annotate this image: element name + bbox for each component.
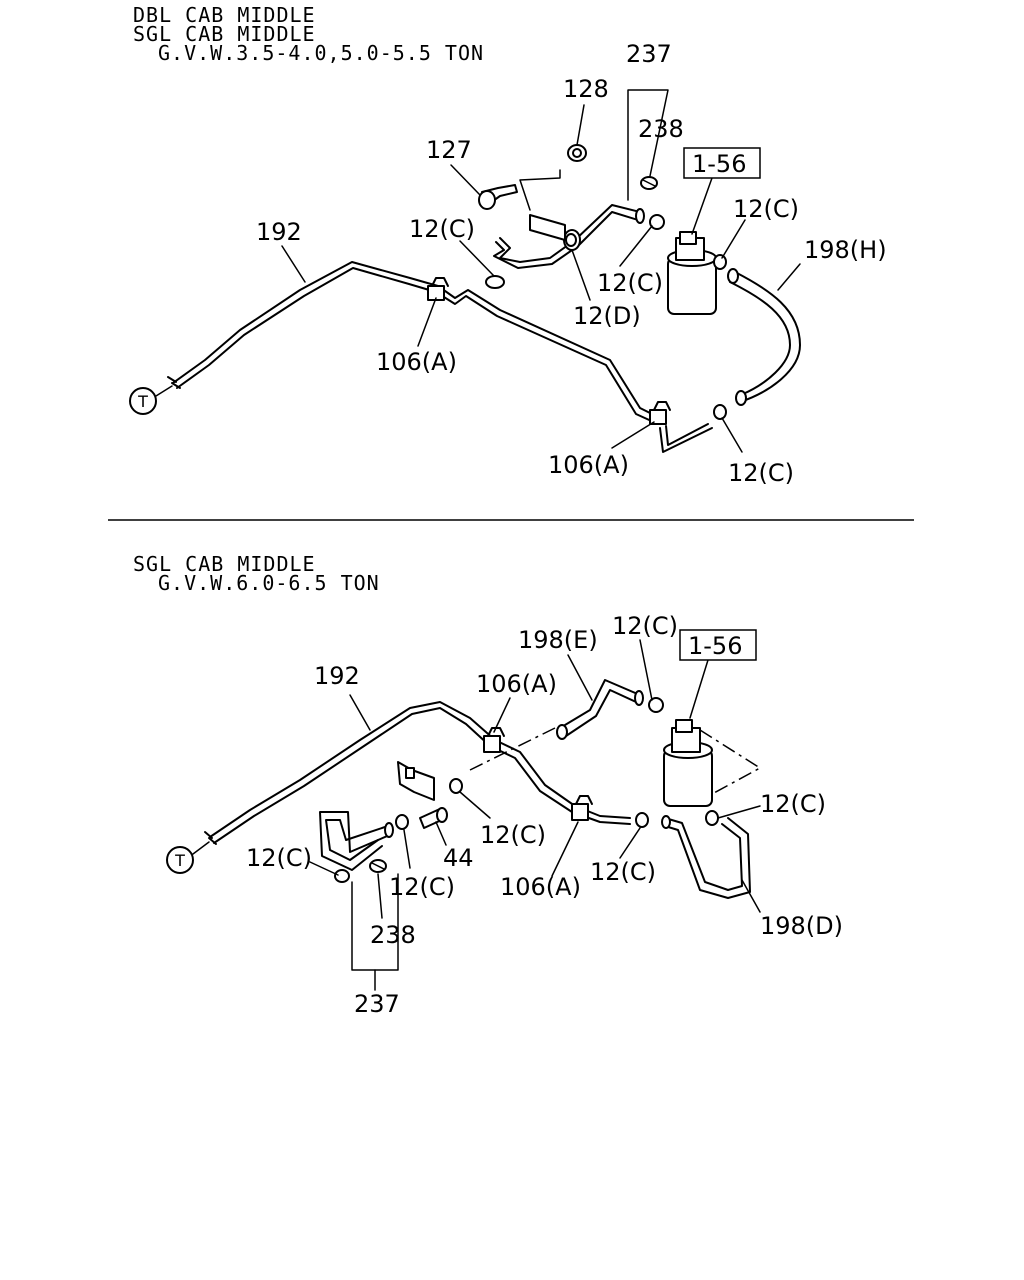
callout-12c-mid: 12(C) [597,269,663,297]
callout-106a-lower-bottom: 106(A) [500,873,581,901]
callout-238: 238 [638,115,684,143]
grommet-238 [640,176,658,190]
callout-106a-upper-bottom: 106(A) [476,670,557,698]
callout-12c-bottom: 12(C) [728,459,794,487]
callout-237: 237 [626,40,672,68]
callout-box-1-56 [683,147,761,179]
callout-12c-right: 12(C) [733,195,799,223]
callout-12c-left: 12(C) [409,215,475,243]
callout-237-bottom: 237 [354,990,400,1018]
hose-198e [556,679,644,740]
pipe-assembly-237-bottom [319,811,394,871]
clip-106a-lower [649,401,671,425]
top-header-line-3: G.V.W.3.5-4.0,5.0-5.5 TON [158,41,484,65]
centerline-1 [469,727,556,771]
hose-198d [661,815,751,899]
svg-text:T: T [174,851,185,870]
callout-198d: 198(D) [760,912,843,940]
bracket-44 [397,761,448,829]
clamp-12d [565,233,577,247]
bottom-header-line-2: G.V.W.6.0-6.5 TON [158,571,380,595]
callout-12d: 12(D) [573,302,641,330]
callout-192: 192 [256,218,302,246]
clamp-12c-b2 [449,778,463,794]
clamp-12c-b1 [648,697,664,713]
callout-192-bottom: 192 [314,662,360,690]
top-header-line-1: DBL CAB MIDDLE [133,3,316,27]
callout-128: 128 [563,75,609,103]
svg-text:T: T [137,392,148,411]
fuel-pipe-192 [167,261,661,425]
clip-106a-upper [427,277,449,301]
clamp-12c-b3 [395,814,409,830]
grommet-238-bottom [369,859,387,873]
callout-106a-upper: 106(A) [376,348,457,376]
clamp-12c-1 [485,275,505,289]
clamp-12c-3 [713,254,727,270]
fuel-filter-1-56-bottom [663,719,713,807]
callout-12c-right-bottom: 12(C) [760,790,826,818]
bottom-header-line-1: SGL CAB MIDDLE [133,552,316,576]
top-header-line-2: SGL CAB MIDDLE [133,22,316,46]
terminal-t-top: T [129,385,173,415]
callout-44: 44 [443,844,474,872]
terminal-t-bottom: T [166,841,210,874]
top-section: DBL CAB MIDDLE SGL CAB MIDDLE G.V.W.3.5-… [129,3,887,487]
callout-106a-lower: 106(A) [548,451,629,479]
callout-box-1-56-bottom [679,629,757,661]
top-leader-lines [281,89,801,453]
short-hose-top [659,427,713,453]
fuel-filter-1-56-top [667,231,717,315]
callout-12c-top: 12(C) [612,612,678,640]
callout-198e: 198(E) [518,626,598,654]
clip-106a-lower-bottom [571,795,593,821]
clamp-12c-b4 [635,812,649,828]
callout-12c-left-bottom: 12(C) [246,844,312,872]
clamp-12c-2 [649,214,665,230]
bottom-section: SGL CAB MIDDLE G.V.W.6.0-6.5 TON T [133,552,843,1018]
bottom-leader-lines [309,639,761,991]
callout-1-56: 1-56 [692,150,746,178]
callout-12c-mid-bottom: 12(C) [480,821,546,849]
callout-1-56-bottom: 1-56 [688,632,742,660]
callout-12c-center-bottom: 12(C) [590,858,656,886]
callout-12c-lower-bottom: 12(C) [389,873,455,901]
clamp-12c-b5 [705,810,719,826]
callout-198h: 198(H) [804,236,887,264]
nut-128 [567,144,587,162]
callout-127: 127 [426,136,472,164]
hose-198h [727,268,801,406]
clamp-12c-4 [713,404,727,420]
clamp-12c-b6 [334,869,350,883]
callout-238-bottom: 238 [370,921,416,949]
bolt-127 [478,184,518,210]
